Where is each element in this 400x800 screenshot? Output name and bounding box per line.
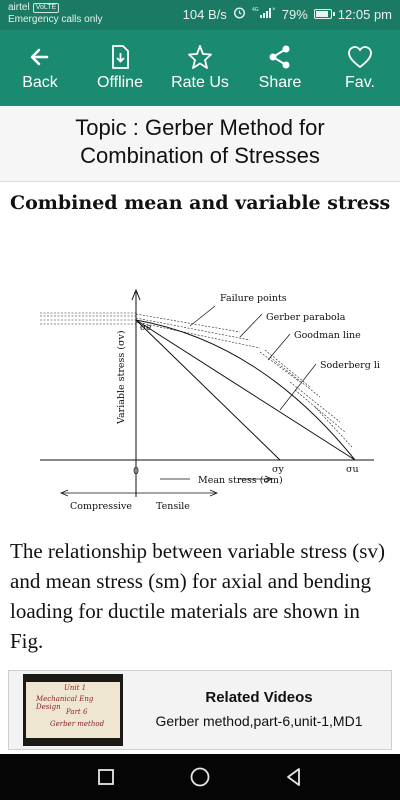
- y-axis-label: Variable stress (σv): [116, 330, 127, 425]
- home-icon: [190, 767, 210, 787]
- share-label: Share: [258, 74, 302, 91]
- heart-icon: [348, 46, 372, 69]
- status-left: airtel VoLTE Emergency calls only: [8, 2, 102, 26]
- related-video-link[interactable]: Gerber method,part-6,unit-1,MD1: [155, 713, 363, 729]
- offline-label: Offline: [97, 74, 143, 91]
- gerber-label: Gerber parabola: [266, 312, 346, 323]
- failure-points-band: [40, 312, 353, 448]
- failure-points-label: Failure points: [220, 293, 287, 304]
- carrier-row: airtel VoLTE: [8, 2, 102, 14]
- thumb-line-4: Gerber method: [50, 720, 105, 728]
- related-videos-title: Related Videos: [205, 689, 313, 706]
- x-axis-label: Mean stress (σm): [198, 475, 283, 486]
- thumb-line-3: Part 6: [66, 708, 88, 716]
- thumb-line-2: Mechanical Eng Design: [36, 695, 94, 711]
- svg-text:×: ×: [272, 7, 276, 13]
- thumbnail-paper: Unit 1 Mechanical Eng Design Part 6 Gerb…: [26, 682, 120, 738]
- share-button[interactable]: Share: [240, 30, 320, 106]
- body-paragraph: The relationship between variable stress…: [10, 539, 385, 653]
- share-icon: [269, 45, 290, 69]
- emergency-text: Emergency calls only: [8, 14, 103, 25]
- soderberg-label: Soderberg line: [320, 360, 380, 371]
- back-triangle-icon: [287, 768, 300, 786]
- related-videos-card[interactable]: Unit 1 Mechanical Eng Design Part 6 Gerb…: [8, 670, 392, 750]
- compressive-label: Compressive: [70, 501, 132, 512]
- title-line-2: Combination of Stresses: [80, 143, 320, 168]
- sigma-y-label: σy: [272, 464, 284, 475]
- goodman-line: [135, 319, 356, 461]
- back-label: Back: [22, 74, 58, 91]
- back-button[interactable]: Back: [0, 30, 80, 106]
- star-icon: [188, 45, 212, 69]
- stress-diagram: Failure points Gerber parabola Goodman l…: [40, 288, 380, 512]
- battery-icon: [313, 9, 335, 19]
- volte-badge: VoLTE: [32, 3, 60, 13]
- page-title: Topic : Gerber Method for Combination of…: [0, 106, 400, 182]
- soderberg-line: [135, 319, 281, 461]
- thumb-line-1: Unit 1: [64, 684, 87, 692]
- toolbar: Back Offline Rate Us Share Fav.: [0, 30, 400, 106]
- offline-button[interactable]: Offline: [80, 30, 160, 106]
- battery-percent: 79%: [281, 6, 308, 22]
- tensile-label: Tensile: [156, 501, 190, 512]
- clock: 12:05 pm: [337, 6, 392, 22]
- goodman-label: Goodman line: [294, 330, 361, 341]
- origin-label: 0: [133, 466, 139, 477]
- sigma-u-label: σu: [346, 464, 359, 475]
- status-bar: airtel VoLTE Emergency calls only 104 B/…: [0, 0, 400, 30]
- download-file-icon: [112, 45, 129, 69]
- carrier-name: airtel: [8, 2, 30, 13]
- title-line-1: Topic : Gerber Method for: [75, 115, 325, 140]
- network-speed: 104 B/s: [182, 6, 227, 22]
- rate-us-label: Rate Us: [171, 74, 229, 91]
- rate-us-button[interactable]: Rate Us: [160, 30, 240, 106]
- section-title: Combined mean and variable stress: [10, 192, 391, 214]
- video-thumbnail[interactable]: Unit 1 Mechanical Eng Design Part 6 Gerb…: [23, 674, 123, 746]
- favorite-button[interactable]: Fav.: [320, 30, 400, 106]
- system-nav-bar: [0, 754, 400, 800]
- signal-4g-label: 4G: [252, 7, 259, 13]
- recent-apps-button[interactable]: [94, 765, 118, 789]
- favorite-label: Fav.: [345, 74, 375, 91]
- sigma-e-label: σe: [140, 323, 151, 333]
- status-right: 104 B/s 4G × 79% 12:05 pm: [183, 6, 392, 22]
- recent-apps-icon: [98, 769, 114, 785]
- arrow-left-icon: [30, 48, 49, 66]
- alarm-icon: [233, 6, 246, 22]
- back-nav-button[interactable]: [282, 765, 306, 789]
- gerber-parabola: [135, 319, 356, 461]
- signal-icon: 4G ×: [252, 6, 276, 22]
- home-button[interactable]: [188, 765, 212, 789]
